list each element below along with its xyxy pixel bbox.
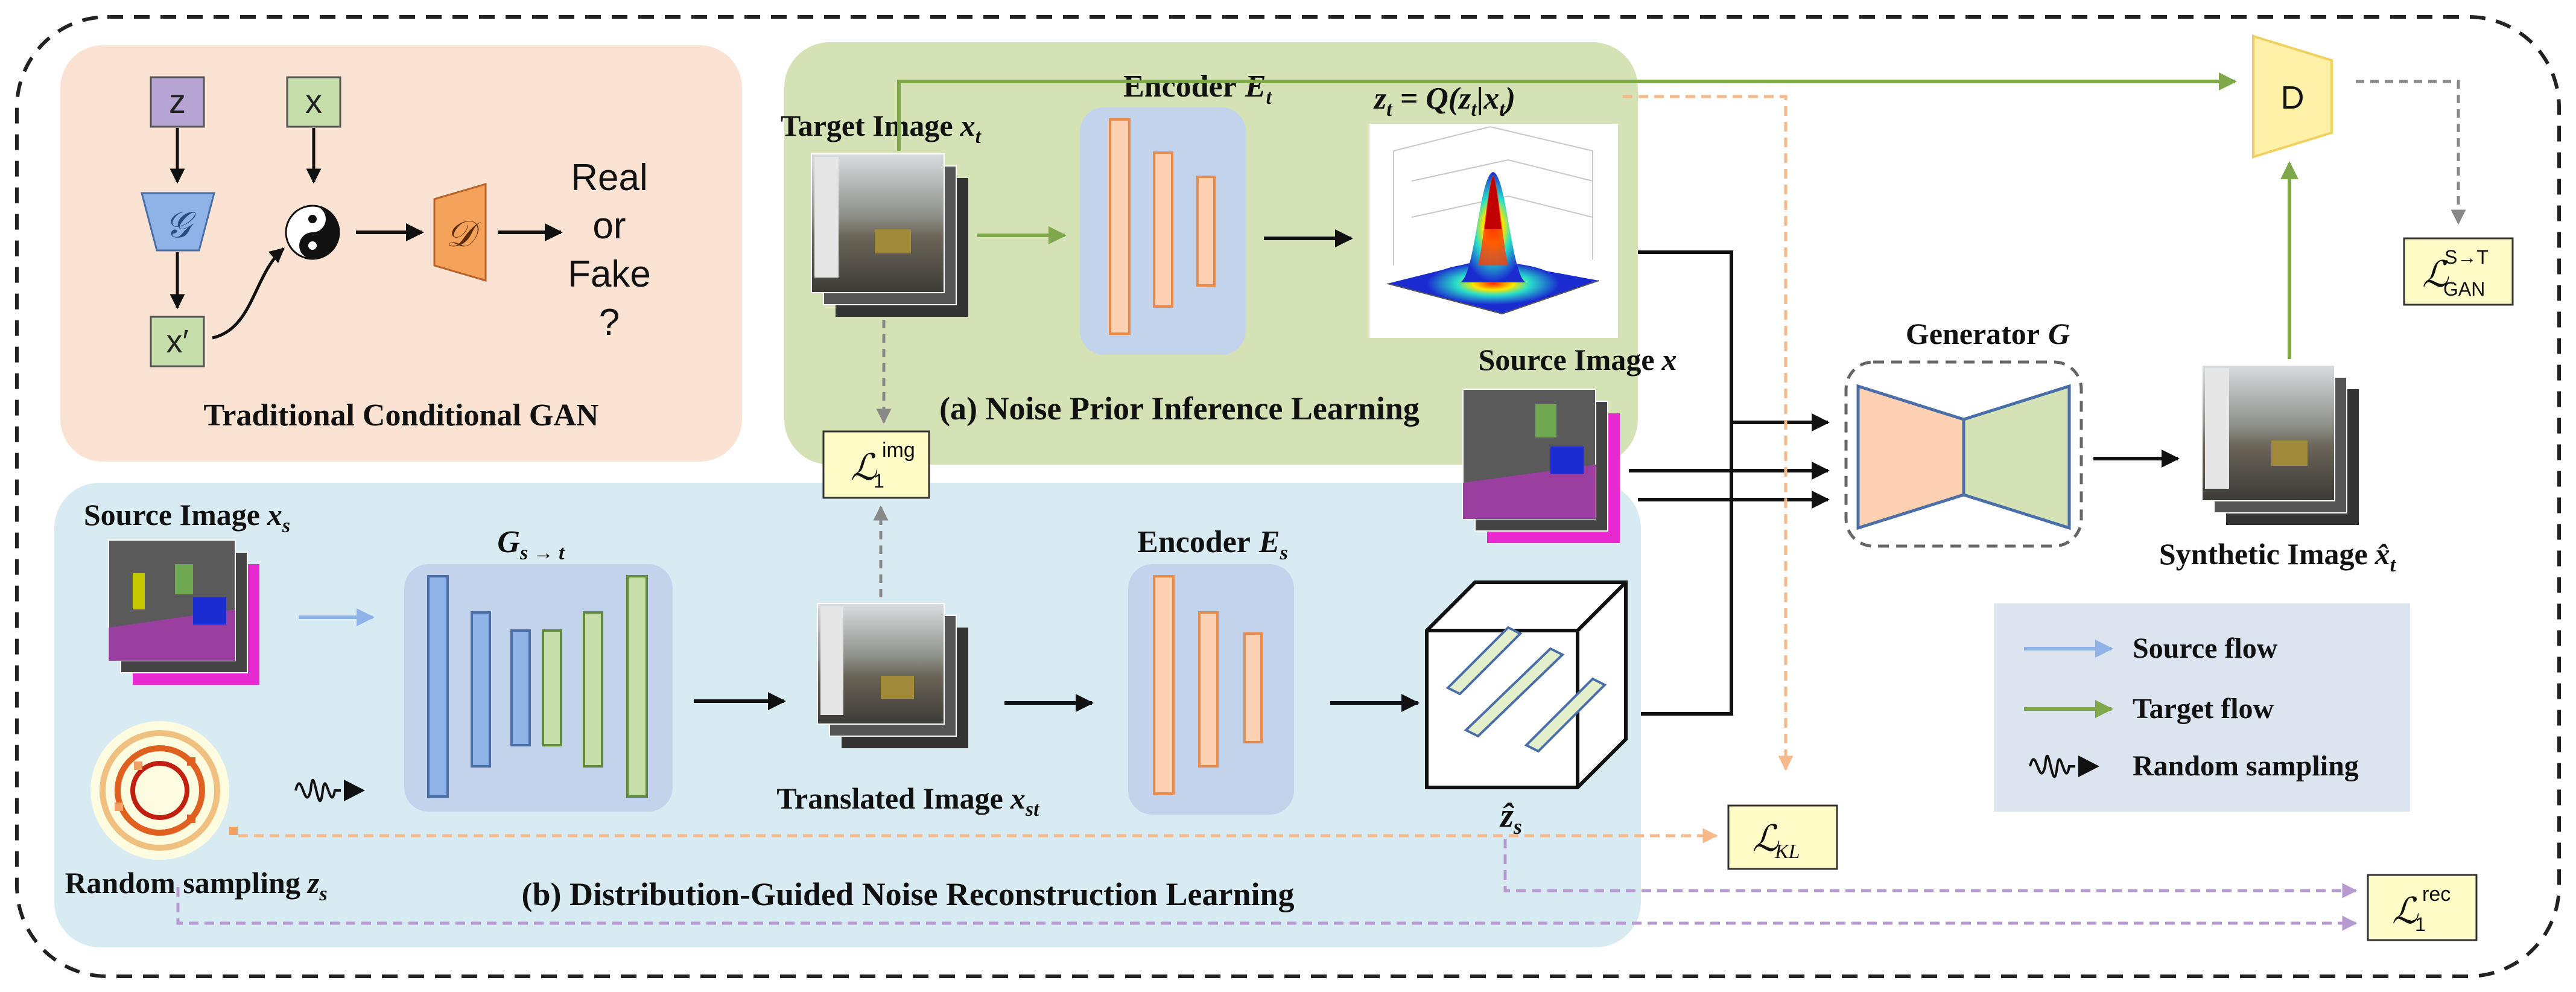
encoder-et-block [1080, 107, 1246, 355]
lgan-loss: ℒ GAN S→T [2403, 237, 2514, 306]
yin-yang-icon [285, 205, 340, 260]
panel-a-title: (a) Noise Prior Inference Learning [939, 390, 1420, 427]
gaussian-plot [1369, 124, 1618, 338]
gs-t-label: Gs → t [497, 525, 565, 564]
kl-flow-lines [238, 95, 1794, 844]
svg-text:1: 1 [874, 470, 884, 492]
target-image-stack [811, 153, 968, 317]
out-question: ? [599, 302, 620, 343]
q-formula: zt = Q(zt|xt) [1373, 81, 1515, 121]
l1-img-loss: ℒ 1 img [822, 430, 930, 499]
outer-frame [15, 15, 2561, 978]
generator-block [1844, 360, 2083, 548]
target-flow-lines [897, 72, 2298, 359]
latent-cube [1425, 580, 1628, 789]
legend-source-flow: Source flow [2133, 632, 2278, 664]
wave-icon [294, 778, 365, 803]
legend: Source flow Target flow Random sampling [1994, 603, 2410, 812]
discriminator-d: D [2252, 34, 2333, 159]
legend-random-sampling: Random sampling [2133, 750, 2359, 782]
panel-b-title: (b) Distribution-Guided Noise Reconstruc… [521, 876, 1294, 912]
out-real: Real [571, 157, 648, 199]
translated-image-stack [817, 603, 968, 748]
source-image-stack [108, 539, 259, 685]
svg-text:GAN: GAN [2443, 278, 2485, 300]
random-sampling-icon [90, 721, 238, 860]
out-or: or [592, 205, 626, 247]
svg-text:img: img [882, 439, 915, 462]
out-fake: Fake [568, 253, 651, 295]
svg-text:ℒ: ℒ [2422, 255, 2449, 294]
gs-t-block [404, 564, 673, 812]
x-node: x [305, 82, 322, 120]
svg-text:ℒ: ℒ [851, 448, 878, 488]
encoder-es-block [1128, 564, 1294, 815]
trad-title: Traditional Conditional GAN [204, 398, 599, 433]
legend-wave-icon [2029, 754, 2099, 778]
lkl-loss: ℒ KL [1727, 804, 1838, 870]
z-node: z [169, 82, 186, 120]
synthetic-image-stack [2201, 364, 2359, 525]
svg-text:D: D [2281, 80, 2305, 116]
svg-text:S→T: S→T [2444, 246, 2489, 268]
svg-text:ℒ: ℒ [1753, 819, 1780, 859]
svg-text:KL: KL [1774, 841, 1800, 863]
svg-text:rec: rec [2422, 883, 2451, 906]
xprime-node: x′ [166, 323, 188, 360]
svg-text:ℒ: ℒ [2392, 891, 2419, 931]
rec-flow-lines [176, 839, 2358, 931]
svg-text:1: 1 [2415, 914, 2426, 935]
legend-target-flow: Target flow [2133, 693, 2274, 725]
lrec-loss: ℒ 1 rec [2367, 874, 2478, 941]
generator-connectors [1629, 250, 1830, 716]
source-image-x-stack [1462, 389, 1620, 543]
discriminator-trapezoid [433, 182, 487, 282]
generator-trapezoid [141, 192, 215, 252]
traditional-cgan-panel: z x 𝒢 x′ 𝒟 Real or Fake ? Traditional Co… [60, 45, 742, 462]
zhat-label: ẑs [1499, 797, 1522, 839]
